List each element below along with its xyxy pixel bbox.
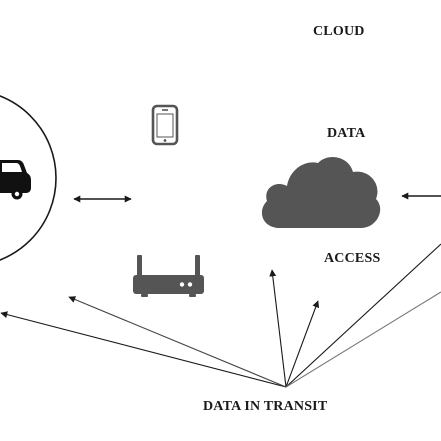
data-label: DATA — [327, 126, 366, 141]
transit-line-right-upper — [285, 243, 441, 388]
transit-line-right-lower — [285, 291, 441, 388]
car-icon — [0, 160, 31, 200]
smartphone-icon — [151, 104, 179, 146]
cloud-icon — [261, 157, 381, 228]
transit-arrow-to-access-right — [285, 300, 320, 388]
wifi-router-icon — [133, 255, 204, 297]
transit-arrow-to-access-left — [269, 269, 287, 388]
transit-arrows — [0, 243, 441, 388]
transit-arrow-to-vehicle — [0, 311, 287, 388]
transit-arrow-to-router — [68, 296, 287, 388]
vehicle-boundary-circle — [0, 95, 57, 261]
data-in-transit-label: DATA IN TRANSIT — [203, 399, 328, 414]
access-label: ACCESS — [324, 251, 381, 266]
cloud-label: CLOUD — [313, 24, 365, 39]
